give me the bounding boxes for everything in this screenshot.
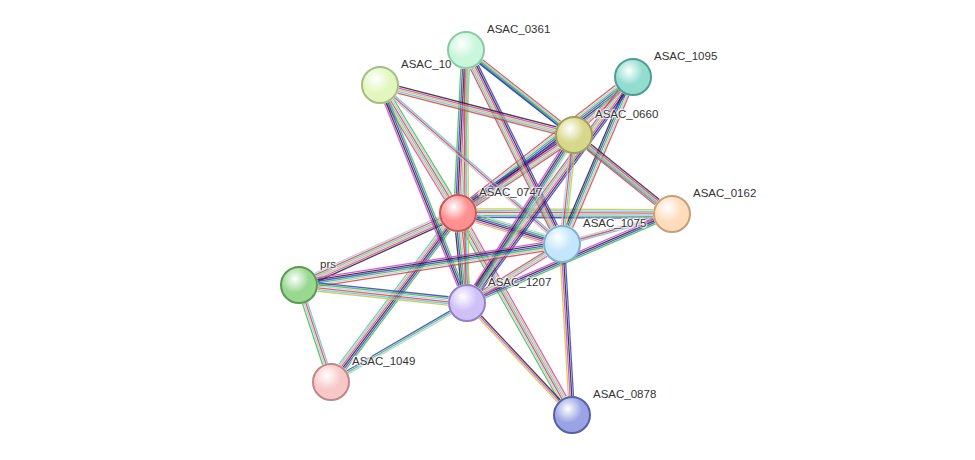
evidence-line [565, 154, 573, 225]
evidence-line [590, 146, 658, 201]
evidence-line [386, 103, 459, 286]
interaction-edge [483, 219, 655, 298]
node-label: ASAC_0747 [479, 186, 542, 198]
evidence-line [307, 302, 327, 363]
evidence-line [467, 69, 469, 284]
node-label: ASAC_1049 [352, 355, 415, 367]
protein-node: ASAC_1207 [448, 284, 486, 322]
evidence-line [562, 263, 570, 396]
evidence-line [398, 91, 555, 132]
evidence-line [563, 154, 571, 225]
evidence-line [562, 154, 570, 225]
evidence-line [472, 68, 551, 228]
evidence-line [484, 221, 654, 295]
interaction-edge [347, 311, 452, 374]
node-label: ASAC_1207 [488, 276, 551, 288]
evidence-line [580, 217, 653, 237]
evidence-line [480, 317, 559, 401]
evidence-line [564, 263, 572, 396]
evidence-line [465, 69, 467, 284]
evidence-line [589, 147, 657, 202]
node-label: prs [320, 258, 336, 270]
evidence-line [318, 286, 448, 300]
protein-node: ASAC_0878 [553, 396, 591, 434]
evidence-line [481, 316, 560, 400]
interaction-edge [317, 283, 448, 305]
evidence-line [347, 311, 450, 371]
evidence-line [591, 144, 659, 199]
node-label: ASAC_0361 [487, 23, 550, 35]
interaction-edge [561, 263, 574, 396]
evidence-line [479, 93, 623, 288]
protein-node: ASAC_0747 [439, 194, 477, 232]
evidence-line [479, 318, 558, 402]
evidence-line [561, 263, 569, 396]
interaction-edge [303, 302, 328, 365]
interaction-edge [479, 316, 560, 403]
node-label: ASAC_0162 [693, 187, 756, 199]
node-label: ASAC_1095 [654, 50, 717, 62]
evidence-line [317, 243, 542, 278]
protein-node: ASAC_1095 [614, 58, 652, 96]
node-label: ASAC_1075 [583, 217, 646, 229]
evidence-line [317, 244, 542, 279]
interaction-edge [482, 252, 547, 295]
protein-node: ASAC_0162 [653, 195, 691, 233]
protein-node: prs [280, 266, 318, 304]
evidence-line [485, 224, 655, 298]
node-label: ASAC_0660 [595, 108, 658, 120]
evidence-line [318, 283, 448, 297]
evidence-line [306, 303, 326, 364]
evidence-line [348, 314, 451, 374]
evidence-line [477, 215, 653, 217]
node-label: ASAC_10 [401, 58, 452, 70]
protein-node: ASAC_0660 [555, 116, 593, 154]
evidence-line [398, 93, 555, 134]
protein-node: ASAC_1075 [543, 225, 581, 263]
protein-node: ASAC_0361 [447, 31, 485, 69]
interaction-edge [398, 86, 557, 133]
evidence-line [485, 222, 655, 296]
evidence-line [393, 99, 546, 233]
evidence-line [588, 148, 656, 203]
node-label: ASAC_0878 [593, 388, 656, 400]
evidence-line [318, 284, 448, 298]
evidence-line [587, 150, 655, 205]
evidence-line [464, 69, 466, 284]
evidence-line [318, 246, 543, 281]
interaction-edge [587, 144, 660, 204]
protein-node: ASAC_10 [361, 66, 399, 104]
evidence-line [303, 304, 323, 365]
protein-node: ASAC_1049 [312, 363, 350, 401]
evidence-line [304, 303, 324, 364]
evidence-line [347, 313, 450, 373]
evidence-line [484, 256, 547, 295]
interaction-edge [562, 154, 575, 226]
interaction-edge [464, 69, 468, 284]
